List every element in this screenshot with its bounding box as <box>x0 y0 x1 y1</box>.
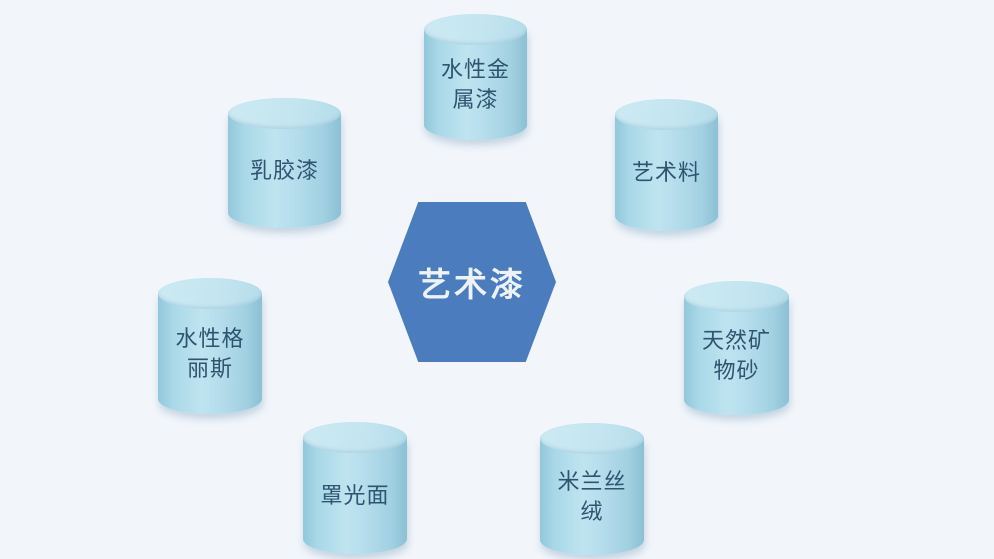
label-line: 绒 <box>580 498 604 524</box>
cylinder-body <box>540 438 644 555</box>
cylinder-top-face <box>228 98 341 129</box>
cylinder-label: 艺术料 <box>615 114 718 231</box>
label-line: 米兰丝 <box>557 469 627 495</box>
cylinder-label: 天然矿 物砂 <box>684 296 789 415</box>
cylinder-body <box>424 29 527 140</box>
cylinder-node-top: 水性金 属漆 <box>424 14 527 140</box>
center-hexagon: 艺术漆 <box>388 202 556 362</box>
center-hexagon-label: 艺术漆 <box>418 266 526 303</box>
label-line: 物砂 <box>713 357 760 383</box>
cylinder-body <box>615 114 718 231</box>
label-line: 属漆 <box>452 86 499 112</box>
cylinder-top-face <box>424 14 527 45</box>
cylinder-body <box>303 437 407 554</box>
label-line: 罩光面 <box>320 482 390 508</box>
cylinder-node-middle-right: 天然矿 物砂 <box>684 281 789 415</box>
label-line: 丽斯 <box>186 355 233 381</box>
label-line: 乳胶漆 <box>249 157 319 183</box>
cylinder-node-upper-right: 艺术料 <box>615 99 718 231</box>
label-line: 天然矿 <box>701 328 771 354</box>
cylinder-label: 水性金 属漆 <box>424 29 527 140</box>
cylinder-label: 水性格 丽斯 <box>158 293 262 414</box>
cylinder-label: 罩光面 <box>303 437 407 554</box>
cylinder-top-face <box>158 278 262 309</box>
cylinder-top-face <box>303 422 407 453</box>
cylinder-node-upper-left: 乳胶漆 <box>228 98 341 228</box>
label-line: 水性金 <box>440 57 510 83</box>
cylinder-body <box>228 113 341 228</box>
cylinder-node-bottom-right: 米兰丝 绒 <box>540 423 644 555</box>
cylinder-top-face <box>540 423 644 454</box>
cylinder-node-bottom-left: 罩光面 <box>303 422 407 554</box>
cylinder-label: 米兰丝 绒 <box>540 438 644 555</box>
cylinder-node-middle-left: 水性格 丽斯 <box>158 278 262 414</box>
label-line: 水性格 <box>175 326 245 352</box>
cylinder-top-face <box>684 281 789 312</box>
cylinder-label: 乳胶漆 <box>228 113 341 228</box>
cylinder-body <box>684 296 789 415</box>
label-line: 艺术料 <box>631 159 701 185</box>
cylinder-body <box>158 293 262 414</box>
cylinder-top-face <box>615 99 718 130</box>
